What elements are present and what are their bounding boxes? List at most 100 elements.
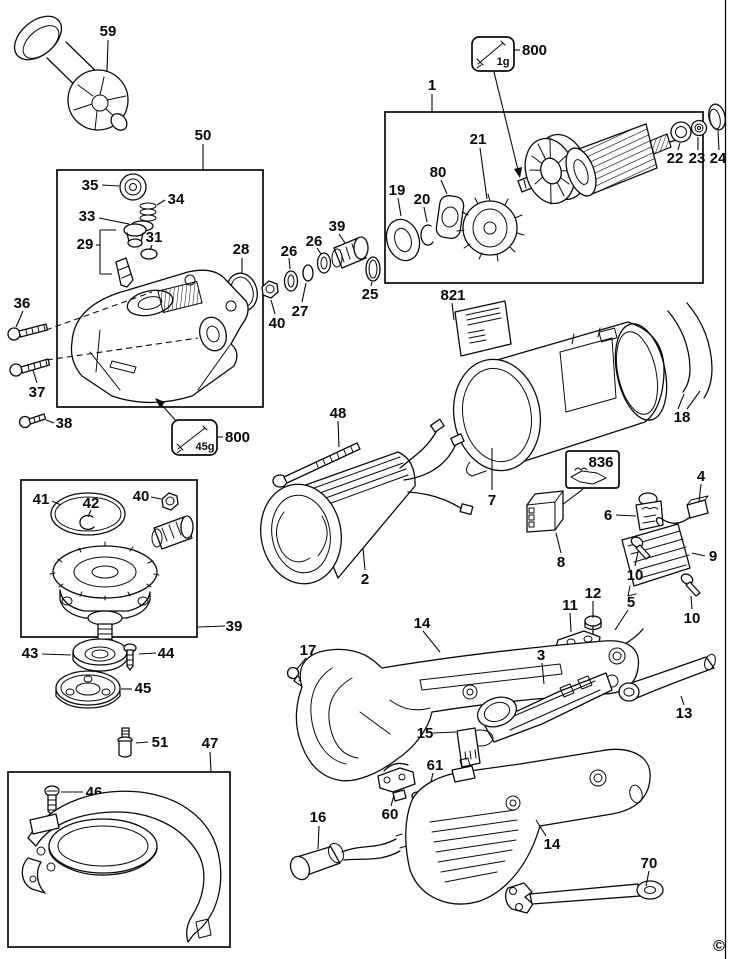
label-36: 36 [14,295,31,312]
label-51: 51 [152,734,169,751]
label-4: 4 [697,468,706,485]
part-screw-10b: 10 [680,573,701,627]
part-spring-34 [139,202,157,222]
part-nut-40b [161,492,179,511]
label-60: 60 [382,806,399,823]
label-80: 80 [430,164,447,181]
label-59: 59 [100,23,117,40]
part-spindle-lock-29 [115,223,147,288]
label-22: 22 [667,150,684,167]
label-12: 12 [585,585,602,602]
group-box-39: 39 41 42 40 [20,479,242,649]
label-14-lower: 14 [544,836,561,853]
part-screw-44: 44 [123,643,175,671]
label-2: 2 [361,571,369,588]
label-28: 28 [233,241,250,258]
part-wrench-70: 70 [505,855,664,914]
label-29: 29 [77,236,94,253]
label-13: 13 [676,705,693,722]
part-gear-case [70,269,249,404]
part-armature [517,123,680,205]
part-pinion-kit [151,515,194,550]
part-o-ring-25: 25 [362,256,381,303]
label-44: 44 [158,645,175,662]
label-1: 1 [428,77,436,94]
label-24: 24 [710,150,727,167]
label-800-gear: 800 [225,429,250,446]
part-wheel-guard [21,790,222,943]
part-washer-26b: 26 [306,233,332,274]
label-8: 8 [557,554,565,571]
grease-tube-icon [176,425,208,454]
label-40-top: 40 [269,315,286,332]
part-screw-37: 37 [9,358,51,401]
label-18: 18 [674,409,691,426]
group-box-836: 836 [561,450,620,506]
label-20: 20 [414,191,431,208]
label-48: 48 [330,405,347,422]
label-37: 37 [29,384,46,401]
part-screw-10a: 10 [627,536,651,584]
label-16: 16 [310,809,327,826]
group-box-1: 1 19 20 80 21 [384,77,708,284]
part-motor-housing-7: 7 [452,321,668,509]
label-31: 31 [146,229,163,246]
part-screw-36: 36 [7,295,49,341]
part-spindle-gear [49,541,160,649]
part-switch-60: 60 [377,762,416,823]
part-pinion-39: 39 [329,218,369,269]
part-clips-18: 18 [667,302,713,426]
label-35: 35 [82,177,99,194]
label-9: 9 [709,548,717,565]
label-41: 41 [33,491,50,508]
part-brush-4: 4 [655,468,709,526]
part-ring-27: 27 [292,264,314,320]
label-47: 47 [202,735,219,752]
label-61: 61 [427,757,444,774]
label-7: 7 [488,492,496,509]
part-ring-24: 24 [708,103,727,167]
service-label-grease-armature: 1g 800 [471,36,547,178]
label-6: 6 [604,507,612,524]
part-screw-48: 48 [272,405,361,488]
label-42: 42 [83,495,100,512]
label-26b: 26 [306,233,323,250]
part-washer-26a: 26 [281,243,299,292]
label-45: 45 [135,680,152,697]
label-10b: 10 [684,610,701,627]
label-21: 21 [470,131,487,148]
part-screw-38: 38 [18,413,72,432]
part-flange-43: 43 [22,638,128,672]
label-39-pinion: 39 [329,218,346,235]
part-nut-40-top: 40 [261,280,286,332]
label-15: 15 [417,725,434,742]
part-field-2: 2 [260,418,474,588]
part-side-handle-59: 59 [13,15,129,131]
copyright-symbol: © [713,938,725,955]
group-box-47: 47 46 [7,735,231,948]
label-43: 43 [22,645,39,662]
label-800-armature: 800 [522,42,547,59]
label-70: 70 [641,855,658,872]
part-nameplate-821: 821 [440,287,512,357]
label-821: 821 [440,287,465,304]
brush-icon [570,467,607,485]
label-23: 23 [689,150,706,167]
part-capacitor-16: 16 [289,809,407,881]
part-pin-51: 51 [117,727,169,758]
grease-gear-qty: 45g [196,441,215,453]
label-836: 836 [588,454,613,471]
label-10a: 10 [627,567,644,584]
label-19: 19 [389,182,406,199]
group-box-50: 50 35 34 33 29 31 28 [45,127,264,408]
part-boot-13: 13 [618,653,716,722]
part-housing-upper-14: 14 [295,615,640,782]
label-40b: 40 [133,488,150,505]
part-brush-holder-6: 6 [604,492,664,531]
label-25: 25 [362,286,379,303]
label-50: 50 [195,127,212,144]
label-11: 11 [562,597,578,614]
label-33: 33 [79,208,96,225]
part-fan-21 [456,193,525,262]
